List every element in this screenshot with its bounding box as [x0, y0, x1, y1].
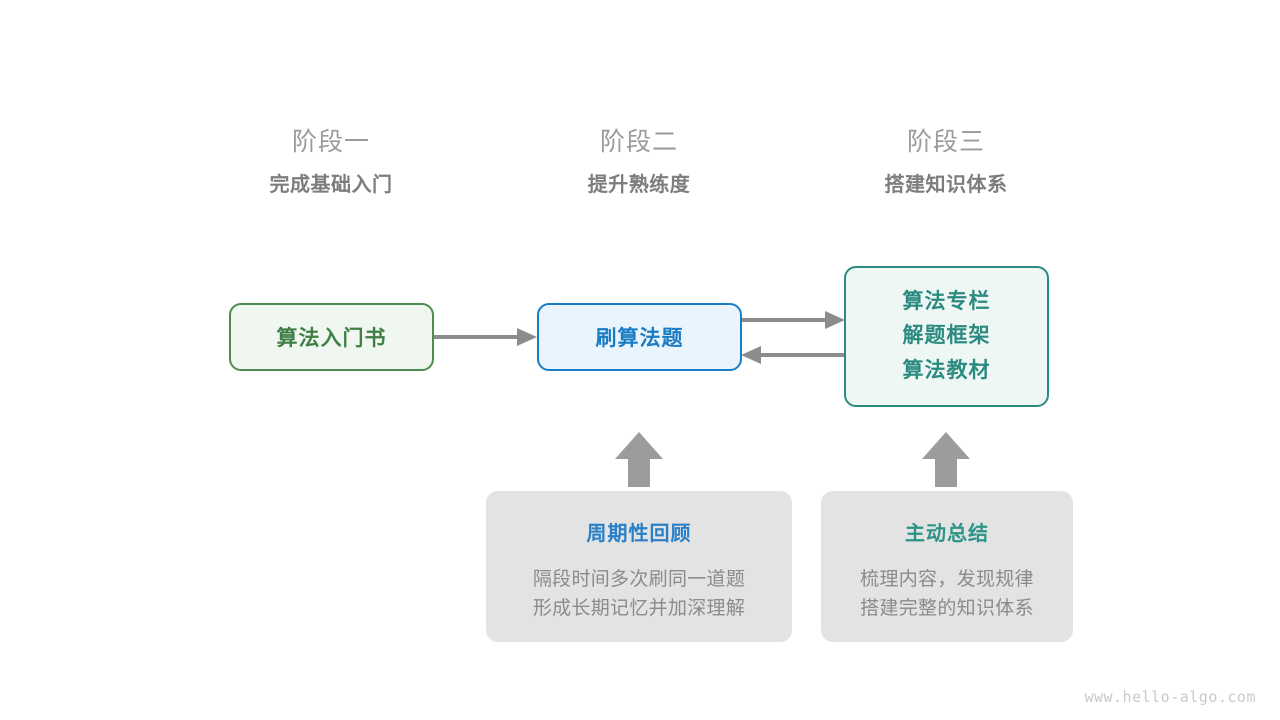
stage-header-3: 阶段三 搭建知识体系 [846, 128, 1046, 196]
arrow-practice-to-resources [741, 311, 845, 329]
stage-subtitle-1: 完成基础入门 [269, 174, 393, 196]
note-title-active-summary: 主动总结 [905, 523, 989, 545]
stage-header-2: 阶段二 提升熟练度 [539, 128, 739, 196]
arrow-book-to-practice [434, 328, 537, 346]
node-knowledge-resources[interactable]: 算法专栏 解题框架 算法教材 [844, 266, 1049, 407]
watermark-url: www.hello-algo.com [1084, 688, 1256, 706]
note-body-active-summary: 梳理内容，发现规律 搭建完整的知识体系 [860, 566, 1034, 624]
node-knowledge-resources-line-3: 算法教材 [902, 358, 991, 382]
stage-subtitle-3: 搭建知识体系 [884, 174, 1008, 196]
node-intro-book-label: 算法入门书 [276, 327, 387, 350]
node-knowledge-resources-line-1: 算法专栏 [902, 290, 991, 314]
node-knowledge-resources-line-2: 解题框架 [902, 324, 991, 348]
stage-label-2: 阶段二 [599, 128, 678, 156]
stage-label-3: 阶段三 [906, 128, 985, 156]
note-body-line-2: 形成长期记忆并加深理解 [532, 597, 746, 619]
stage-subtitle-2: 提升熟练度 [587, 174, 691, 196]
stage-label-1: 阶段一 [291, 128, 370, 156]
note-card-periodic-review[interactable]: 周期性回顾 隔段时间多次刷同一道题 形成长期记忆并加深理解 [486, 491, 792, 642]
node-intro-book[interactable]: 算法入门书 [229, 303, 434, 371]
note-card-active-summary[interactable]: 主动总结 梳理内容，发现规律 搭建完整的知识体系 [821, 491, 1073, 642]
arrow-resources-to-practice [741, 346, 845, 364]
node-practice-problems[interactable]: 刷算法题 [537, 303, 742, 371]
node-practice-problems-label: 刷算法题 [595, 327, 684, 350]
arrow-review-up [615, 432, 663, 487]
stage-header-1: 阶段一 完成基础入门 [231, 128, 431, 196]
note-body-line-1: 隔段时间多次刷同一道题 [532, 569, 746, 590]
note-body-line-1: 梳理内容，发现规律 [860, 569, 1034, 590]
note-body-periodic-review: 隔段时间多次刷同一道题 形成长期记忆并加深理解 [533, 566, 745, 624]
arrow-summary-up [922, 432, 970, 487]
note-title-periodic-review: 周期性回顾 [586, 523, 692, 545]
note-body-line-2: 搭建完整的知识体系 [860, 597, 1034, 619]
